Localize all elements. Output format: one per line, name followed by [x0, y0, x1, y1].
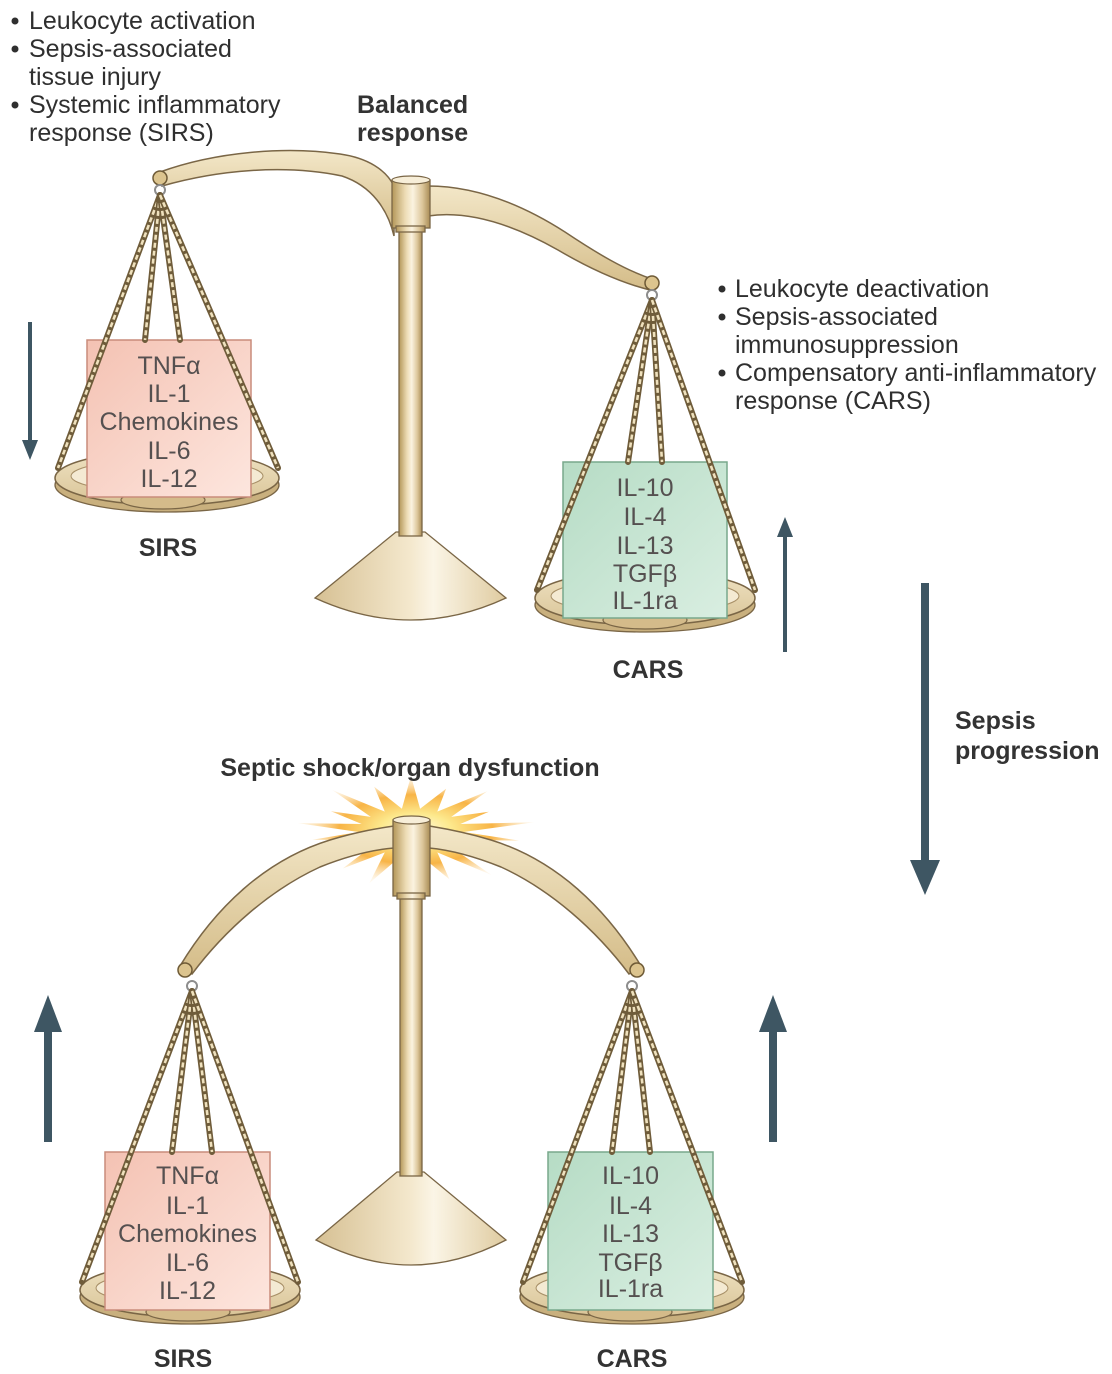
- bullet-icon: [719, 314, 726, 321]
- balanced-response-title: Balanced response: [357, 91, 468, 147]
- sirs-label: SIRS: [139, 534, 197, 562]
- cars-features-list: Leukocyte deactivation Sepsis-associated…: [719, 275, 1097, 415]
- title-line: response: [357, 119, 468, 147]
- mediator-label: IL-6: [166, 1249, 209, 1277]
- scale-pillar: [399, 228, 422, 536]
- cars-pan: IL-10 IL-4 IL-13 TGFβ IL-1ra: [520, 991, 744, 1324]
- cars-pan: IL-10 IL-4 IL-13 TGFβ IL-1ra: [535, 300, 755, 632]
- top-panel: Leukocyte activation Sepsis-associated t…: [12, 7, 1097, 684]
- bottom-panel: Septic shock/organ dysfunction TNFα IL-1: [34, 754, 787, 1373]
- tipped-scale: TNFα IL-1 Chemokines IL-6 IL-12 IL-10 IL…: [80, 816, 744, 1324]
- scale-base: [316, 1172, 506, 1265]
- mediator-label: IL-12: [159, 1277, 216, 1305]
- scale-pillar-collar: [396, 226, 425, 232]
- up-arrow-icon: [777, 517, 793, 652]
- list-item: Sepsis-associated: [29, 35, 232, 63]
- scale-pillar: [400, 896, 422, 1176]
- mediator-label: IL-10: [602, 1162, 659, 1190]
- mediator-label: IL-1: [147, 380, 190, 408]
- mediator-label: TNFα: [156, 1162, 219, 1190]
- scale-beam-left-arm: [180, 826, 394, 974]
- scale-beam-right-arm: [428, 186, 652, 290]
- beam-end-knob: [178, 963, 192, 977]
- list-item: Leukocyte activation: [29, 7, 256, 35]
- scale-pillar-cap: [392, 180, 430, 228]
- mediator-label: IL-1ra: [612, 587, 677, 615]
- up-arrow-icon: [34, 995, 62, 1142]
- mediator-label: IL-12: [141, 465, 198, 493]
- bullet-icon: [12, 46, 19, 53]
- progression-label-line: Sepsis: [955, 707, 1036, 735]
- scale-beam-left-arm: [160, 151, 394, 236]
- bullet-icon: [719, 370, 726, 377]
- mediator-label: TGFβ: [613, 560, 677, 588]
- down-arrow-icon: [910, 583, 940, 895]
- scale-pillar-collar: [397, 893, 425, 899]
- mediator-label: IL-4: [609, 1192, 652, 1220]
- mediator-label: IL-1ra: [598, 1275, 663, 1303]
- cars-label: CARS: [597, 1345, 668, 1373]
- mediator-label: IL-10: [617, 474, 674, 502]
- mediator-label: TGFβ: [598, 1249, 662, 1277]
- bullet-icon: [719, 286, 726, 293]
- list-item: Leukocyte deactivation: [735, 275, 989, 303]
- bullet-icon: [12, 18, 19, 25]
- mediator-label: IL-13: [617, 532, 674, 560]
- sirs-features-list: Leukocyte activation Sepsis-associated t…: [12, 7, 281, 147]
- sirs-pan: TNFα IL-1 Chemokines IL-6 IL-12: [55, 195, 279, 512]
- list-item-continuation: immunosuppression: [735, 331, 959, 359]
- scale-pillar-cap-top: [393, 816, 430, 824]
- mediator-label: Chemokines: [118, 1220, 257, 1248]
- mediator-label: TNFα: [137, 352, 200, 380]
- list-item: Compensatory anti-inflammatory: [735, 359, 1097, 387]
- list-item-continuation: tissue injury: [29, 63, 161, 91]
- scale-pillar-cap: [393, 820, 430, 896]
- sirs-pan: TNFα IL-1 Chemokines IL-6 IL-12: [80, 991, 300, 1324]
- mediator-label: IL-1: [166, 1192, 209, 1220]
- mediator-label: Chemokines: [100, 408, 239, 436]
- list-item-continuation: response (CARS): [735, 387, 931, 415]
- scale-base: [315, 532, 506, 620]
- cars-label: CARS: [613, 656, 684, 684]
- beam-end-knob: [645, 276, 659, 290]
- bullet-icon: [12, 102, 19, 109]
- scale-pillar-cap-top: [392, 176, 430, 184]
- down-arrow-icon: [22, 322, 38, 460]
- list-item-continuation: response (SIRS): [29, 119, 214, 147]
- scale-beam-right-arm: [429, 826, 641, 974]
- list-item: Sepsis-associated: [735, 303, 938, 331]
- mediator-label: IL-4: [623, 503, 666, 531]
- sepsis-progression: Sepsis progression: [910, 583, 1099, 895]
- title-line: Balanced: [357, 91, 468, 119]
- progression-label-line: progression: [955, 737, 1099, 765]
- beam-end-knob: [153, 171, 167, 185]
- septic-shock-title: Septic shock/organ dysfunction: [220, 754, 599, 782]
- mediator-label: IL-6: [147, 437, 190, 465]
- beam-end-knob: [630, 963, 644, 977]
- up-arrow-icon: [759, 995, 787, 1142]
- sirs-label: SIRS: [154, 1345, 212, 1373]
- list-item: Systemic inflammatory: [29, 91, 281, 119]
- mediator-label: IL-13: [602, 1220, 659, 1248]
